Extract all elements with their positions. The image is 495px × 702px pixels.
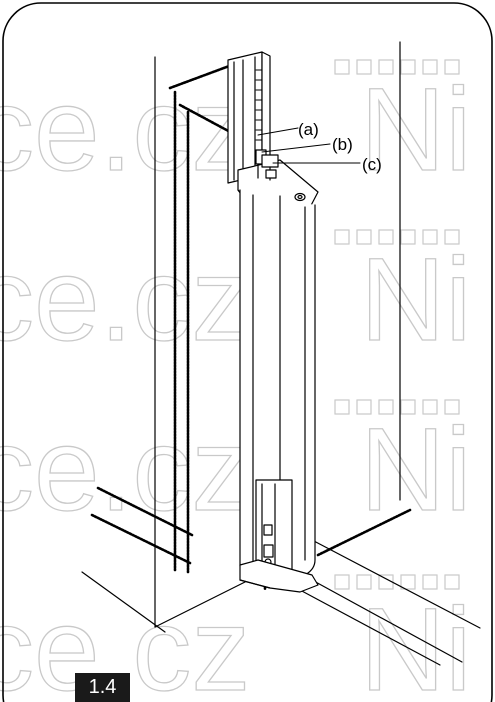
watermark-text-left: ce.cz bbox=[0, 234, 250, 366]
watermark-text-left: ce.cz bbox=[0, 404, 250, 536]
adjustment-parts bbox=[255, 149, 279, 181]
door-leaf bbox=[81, 41, 401, 633]
watermark-text-left: ce.cz bbox=[0, 64, 250, 196]
floor bbox=[299, 539, 481, 666]
watermark-text-right: Ni bbox=[360, 404, 471, 536]
callout-b: (b) bbox=[332, 135, 353, 154]
watermark-text-right: Ni bbox=[360, 64, 471, 196]
callout-a: (a) bbox=[298, 120, 319, 139]
watermark-text-right: Ni bbox=[360, 584, 471, 702]
figure-number-badge: 1.4 bbox=[75, 673, 130, 702]
callout-c: (c) bbox=[362, 155, 382, 174]
watermark-text-right: Ni bbox=[360, 234, 471, 366]
lower-opening bbox=[255, 479, 293, 576]
bottom-bracket bbox=[239, 559, 319, 593]
leader-lines bbox=[257, 127, 361, 164]
